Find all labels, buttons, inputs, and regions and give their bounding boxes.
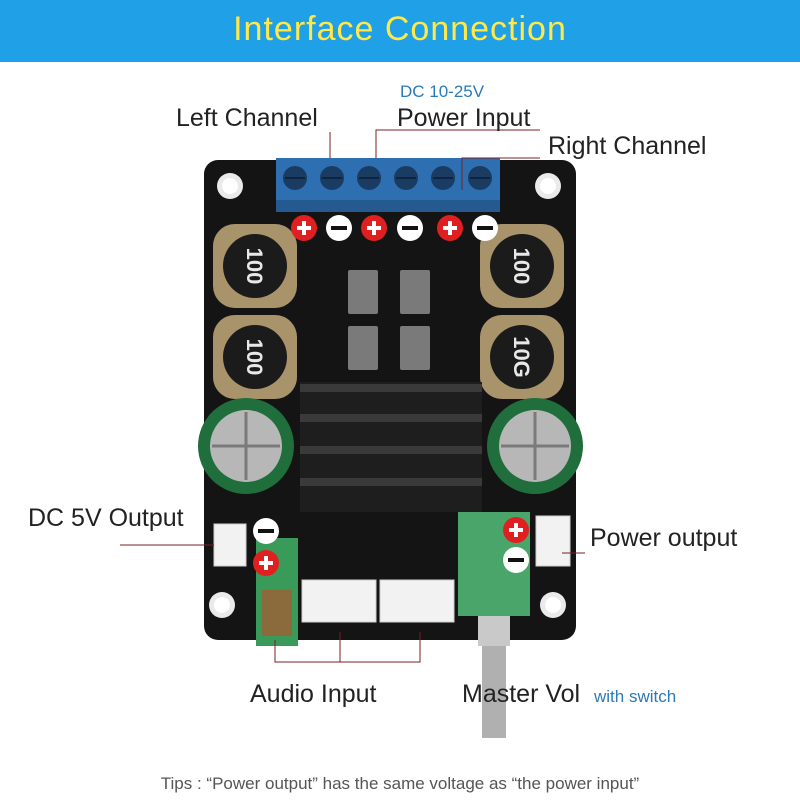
inductors bbox=[213, 224, 564, 399]
plus-badge bbox=[291, 215, 317, 241]
dc5v-output-label: DC 5V Output bbox=[28, 504, 184, 532]
svg-text:100: 100 bbox=[242, 248, 267, 285]
minus-badge bbox=[253, 518, 279, 544]
dc-range-label: DC 10-25V bbox=[400, 82, 485, 101]
leader-lines bbox=[120, 129, 585, 663]
power-input-label: Power Input bbox=[397, 104, 531, 132]
electrolytic-capacitors bbox=[198, 398, 583, 494]
minus-badge bbox=[503, 547, 529, 573]
with-switch-label: with switch bbox=[594, 687, 677, 706]
plus-badge bbox=[253, 550, 279, 576]
power-output-label: Power output bbox=[590, 524, 738, 552]
minus-badge bbox=[397, 215, 423, 241]
header-banner: Interface Connection bbox=[0, 0, 800, 62]
svg-text:10G: 10G bbox=[509, 336, 534, 378]
plus-badge bbox=[361, 215, 387, 241]
master-vol-label: Master Vol bbox=[462, 680, 581, 708]
heatsink bbox=[300, 382, 482, 512]
minus-badge bbox=[326, 215, 352, 241]
tips-footnote: Tips : “Power output” has the same volta… bbox=[160, 774, 640, 793]
page-title: Interface Connection bbox=[233, 10, 567, 48]
chip-resistors bbox=[348, 270, 430, 370]
mounting-holes bbox=[209, 173, 566, 618]
left-channel-label: Left Channel bbox=[176, 104, 318, 132]
svg-text:100: 100 bbox=[242, 339, 267, 376]
inductor-markings: 100 100 100 10G bbox=[242, 248, 534, 378]
svg-text:100: 100 bbox=[509, 248, 534, 285]
jst-connectors bbox=[213, 515, 571, 623]
audio-input-label: Audio Input bbox=[250, 680, 377, 708]
screw-terminal-block bbox=[276, 158, 500, 212]
minus-badge bbox=[472, 215, 498, 241]
right-channel-label: Right Channel bbox=[548, 132, 707, 160]
polarity-badges bbox=[253, 215, 529, 576]
plus-badge bbox=[437, 215, 463, 241]
plus-badge bbox=[503, 517, 529, 543]
